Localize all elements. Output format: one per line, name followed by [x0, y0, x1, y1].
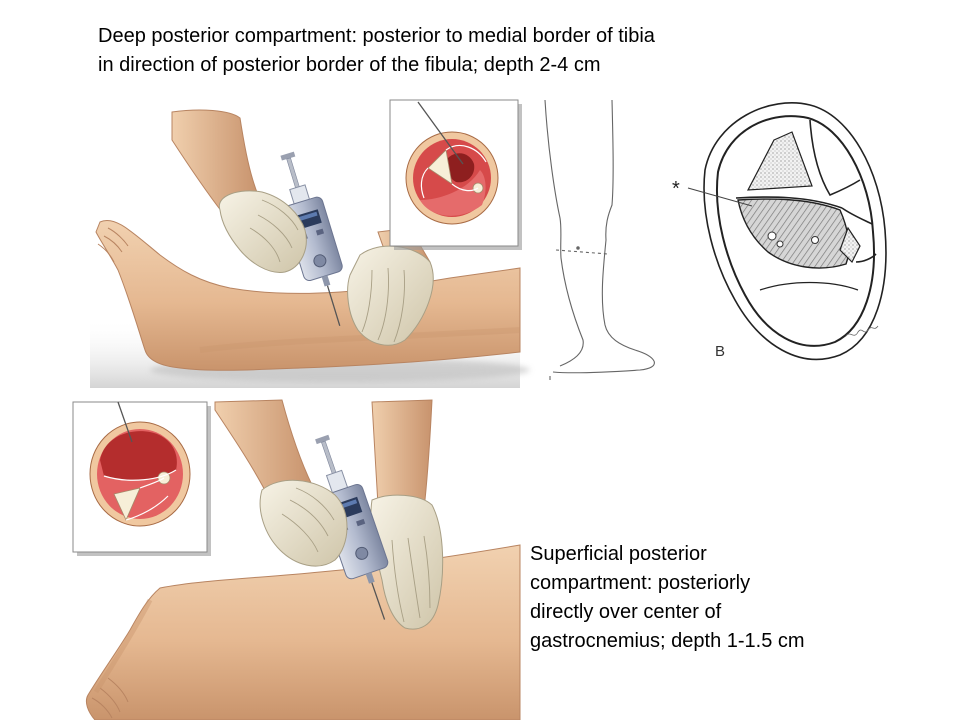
glove-left-top: [218, 190, 307, 273]
leg-outline-drawing: [544, 99, 655, 380]
superficial-posterior-line: [759, 281, 859, 291]
leg-top: [95, 220, 521, 371]
inset-cross-section-superficial: [72, 401, 211, 556]
glove-finger-lines: [361, 267, 405, 343]
vessel: [811, 236, 819, 244]
bottom-caption-line-4: gastrocnemius; depth 1-1.5 cm: [530, 630, 805, 652]
deep-posterior-compartment-hatched: [737, 198, 850, 269]
plunger-cap: [315, 434, 330, 445]
superficial-muscle: [420, 170, 486, 216]
interosseous-line: [735, 196, 843, 209]
needle-hub: [365, 572, 375, 584]
leg-front-outline: [544, 99, 584, 367]
needle-hub: [321, 275, 331, 287]
deep-compartment-illustration: [90, 99, 530, 388]
leg-back-outline: [601, 99, 655, 362]
bottom-caption: Superficial posterior compartment: poste…: [530, 540, 805, 656]
needle-in-inset: [117, 401, 133, 443]
monitor-knob: [355, 546, 369, 560]
asterisk-label: *: [672, 178, 680, 200]
superficial-compartment-illustration: [72, 399, 521, 720]
tibia-bone: [746, 131, 813, 191]
toe-lines-bottom: [91, 677, 129, 719]
fascia-lines: [420, 145, 487, 199]
monitor-button: [356, 518, 366, 527]
forearm-right-bottom: [371, 399, 433, 506]
leg-bottom: [85, 544, 521, 720]
display-highlight: [295, 211, 318, 222]
needle-top: [326, 285, 341, 327]
lateral-compartment-line: [841, 207, 877, 263]
glove-finger-lines: [391, 535, 431, 623]
vessel: [767, 231, 777, 241]
pointer-line: [687, 187, 753, 207]
sole-shading-bottom: [93, 598, 153, 694]
vessel: [776, 240, 784, 248]
needle-bottom: [371, 582, 386, 620]
inset-cross-section-deep: [389, 99, 522, 250]
top-caption: Deep posterior compartment: posterior to…: [98, 22, 655, 80]
bottom-caption-line-2: compartment: posteriorly: [530, 572, 751, 594]
top-caption-line-1: Deep posterior compartment: posterior to…: [98, 25, 655, 47]
calf-shading-top: [199, 327, 521, 353]
glove-left-bottom: [259, 479, 348, 567]
knee-dashed-line: [555, 249, 609, 255]
sole-outline: [552, 360, 655, 374]
deep-compartment-highlight: [446, 153, 475, 183]
artist-signature: [845, 325, 879, 337]
bottom-caption-line-3: directly over center of: [530, 601, 722, 623]
pressure-monitor-bottom: [315, 434, 389, 620]
monitor-button: [315, 228, 325, 236]
needle-in-inset: [417, 101, 464, 165]
knee-marker: [576, 246, 580, 250]
top-caption-line-2: in direction of posterior border of the …: [98, 54, 601, 76]
monitor-knob: [313, 254, 327, 268]
superficial-compartment-highlight: [100, 431, 177, 481]
cross-section-drawing-b: * B: [672, 102, 887, 361]
toe-lines-top: [97, 227, 129, 263]
plunger-cap: [280, 151, 296, 161]
panel-label-b: B: [715, 343, 725, 360]
fascia-lines: [103, 469, 177, 521]
tibia-bone: [113, 487, 141, 521]
tibia-bone: [427, 149, 453, 185]
anterior-compartment-line: [809, 119, 861, 197]
glove-finger-lines: [281, 487, 335, 553]
bottom-caption-line-1: Superficial posterior: [530, 543, 707, 565]
forearm-left-top: [171, 109, 259, 213]
fibula-bone: [839, 226, 861, 264]
glove-finger-lines: [249, 199, 299, 263]
